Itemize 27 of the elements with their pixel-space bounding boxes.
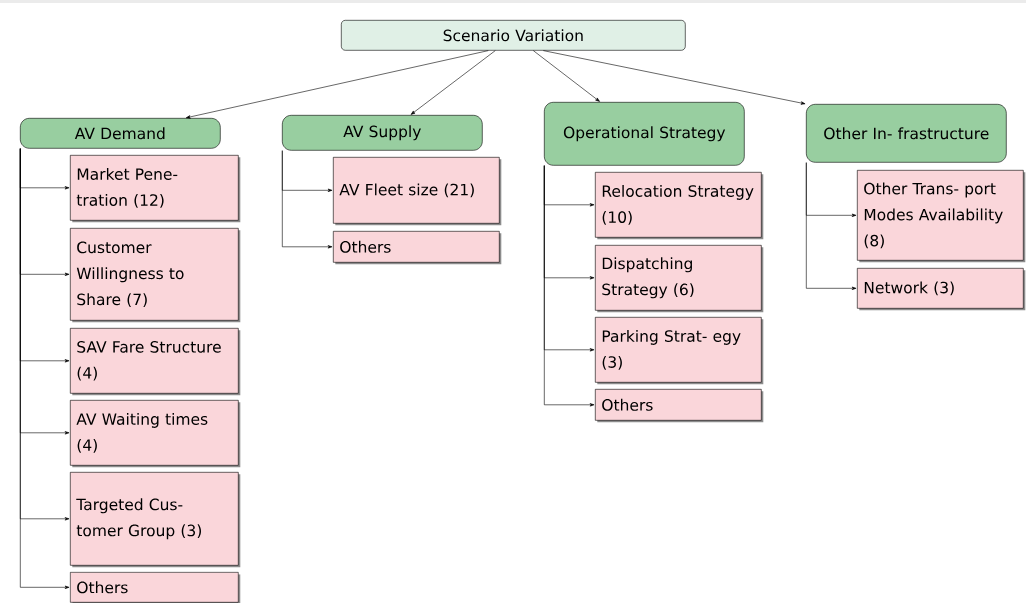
category-box: Operational Strategy <box>544 102 745 166</box>
category-box: AV Supply <box>282 115 483 151</box>
item-box: AV Waiting times (4) <box>70 400 241 468</box>
item-box: Others <box>70 572 241 603</box>
item-box: AV Fleet size (21) <box>333 157 502 226</box>
item-box: Targeted Cus- tomer Group (3) <box>70 472 241 568</box>
arrow <box>20 148 70 589</box>
item-box: Others <box>595 389 764 423</box>
item-box: Network (3) <box>857 268 1026 311</box>
arrow <box>544 165 595 407</box>
arrow <box>282 150 333 249</box>
item-box: Customer Willingness to Share (7) <box>70 228 241 323</box>
arrow <box>543 50 806 105</box>
title-box: Scenario Variation <box>341 20 686 51</box>
arrow <box>185 50 489 119</box>
item-box: Market Pene- tration (12) <box>70 155 241 223</box>
arrow <box>806 162 857 290</box>
item-box: Parking Strat- egy (3) <box>595 317 764 385</box>
item-box: SAV Fare Structure (4) <box>70 328 241 396</box>
item-box: Others <box>333 231 502 265</box>
arrow <box>533 50 600 102</box>
item-box: Dispatching Strategy (6) <box>595 245 764 313</box>
category-box: AV Demand <box>20 118 221 149</box>
item-box: Other Trans- port Modes Availability (8) <box>857 170 1026 263</box>
arrow <box>410 50 496 115</box>
category-box: Other In- frastructure <box>806 104 1007 163</box>
item-box: Relocation Strategy (10) <box>595 172 764 240</box>
